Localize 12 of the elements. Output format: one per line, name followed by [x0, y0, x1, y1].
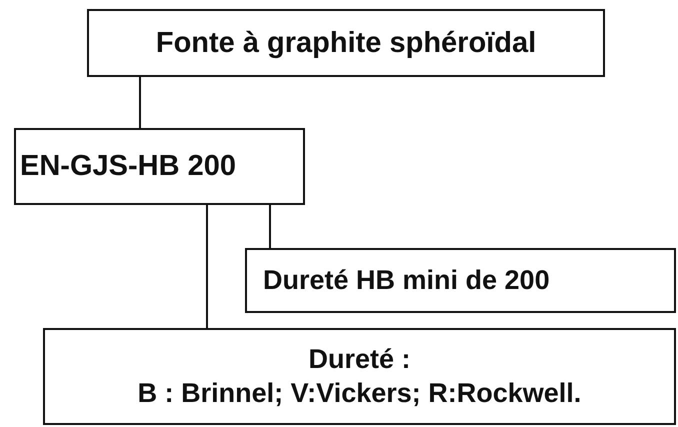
box-label: Dureté HB mini de 200	[263, 264, 550, 297]
heading: Dureté :	[308, 342, 410, 376]
text-box	[245, 248, 676, 313]
box-label: B : Brinnel; V:Vickers; R:Rockwell.	[138, 376, 582, 410]
box-label: EN-GJS-HB 200	[20, 149, 236, 184]
connector-line	[206, 205, 208, 328]
connector-line	[139, 77, 141, 128]
text-box	[43, 328, 676, 425]
text-box	[87, 9, 605, 77]
box-label: Fonte à graphite sphéroïdal	[156, 26, 536, 61]
text-box	[14, 128, 305, 205]
connector-line	[269, 205, 271, 248]
